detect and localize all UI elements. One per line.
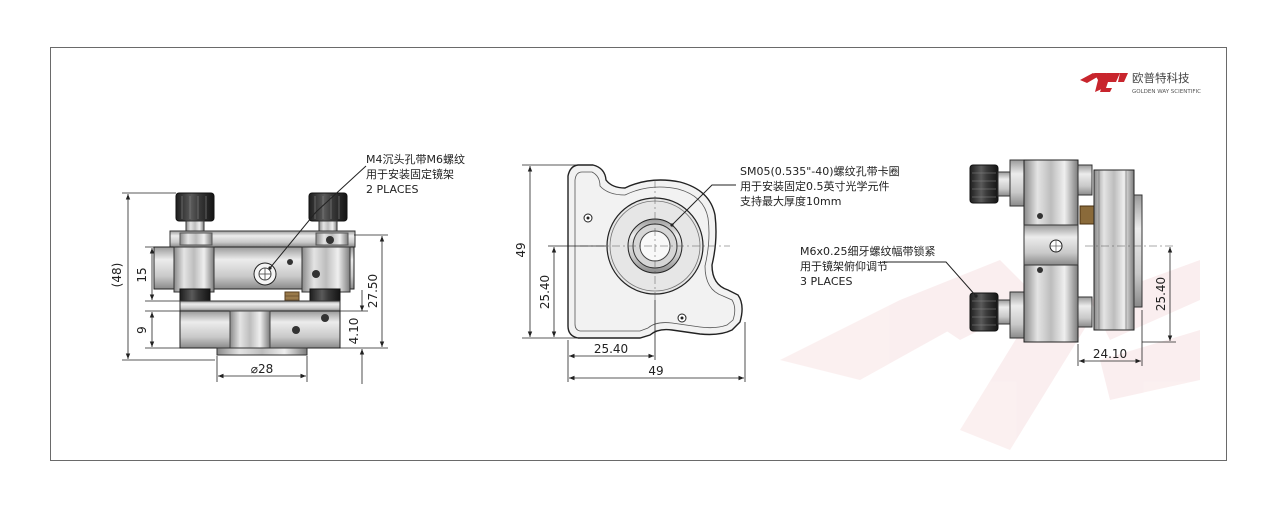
dim-front-lower-gap: 4.10: [347, 318, 361, 345]
brand-mark-icon: [1080, 73, 1128, 92]
dim-front-right-height: 27.50: [366, 274, 380, 308]
drawing-frame: [50, 47, 1227, 461]
brand-logo: 欧普特科技 GOLDEN WAY SCIENTIFIC: [1080, 71, 1201, 95]
front-view: (48) 15 9 27.50 4.10 ⌀28 M4沉头孔带M6螺纹 用于安装…: [110, 152, 465, 384]
center-view: 49 25.40 25.40 49 SM05(0.535"-40)螺纹孔带卡圈 …: [514, 164, 900, 382]
dim-center-width-half: 25.40: [594, 342, 628, 356]
side-view: 25.40 24.10 M6x0.25细牙螺纹幅带锁紧 用于镜架俯仰调节 3 P…: [800, 159, 1176, 366]
note-side-line-2: 用于镜架俯仰调节: [800, 259, 888, 273]
dim-side-width: 24.10: [1093, 347, 1127, 361]
note-front-line-3: 2 PLACES: [366, 183, 418, 196]
dim-front-overall-height: (48): [110, 263, 124, 288]
front-lens-barrel: [216, 347, 308, 356]
note-center-line-3: 支持最大厚度10mm: [740, 194, 841, 208]
dim-center-width-total: 49: [648, 364, 663, 378]
note-center-line-1: SM05(0.535"-40)螺纹孔带卡圈: [740, 164, 900, 178]
front-right-knob: [308, 192, 348, 232]
note-front-line-1: M4沉头孔带M6螺纹: [366, 152, 465, 166]
dim-front-upper-height: 15: [135, 267, 149, 282]
note-side-line-3: 3 PLACES: [800, 275, 852, 288]
dim-front-diameter: ⌀28: [251, 362, 274, 376]
front-left-knob: [175, 192, 215, 232]
front-base-plate: [179, 300, 341, 312]
side-optic-holder: [1093, 169, 1135, 331]
note-center-line-2: 用于安装固定0.5英寸光学元件: [740, 179, 890, 193]
dim-front-base-height: 9: [135, 326, 149, 334]
dim-center-height-total: 49: [514, 242, 528, 257]
brand-name-cn: 欧普特科技: [1132, 71, 1190, 85]
dim-side-height: 25.40: [1154, 277, 1168, 311]
dim-center-height-half: 25.40: [538, 275, 552, 309]
note-side-line-1: M6x0.25细牙螺纹幅带锁紧: [800, 244, 936, 258]
note-front-line-2: 用于安装固定镜架: [366, 167, 454, 181]
brand-name-en: GOLDEN WAY SCIENTIFIC: [1132, 89, 1201, 95]
